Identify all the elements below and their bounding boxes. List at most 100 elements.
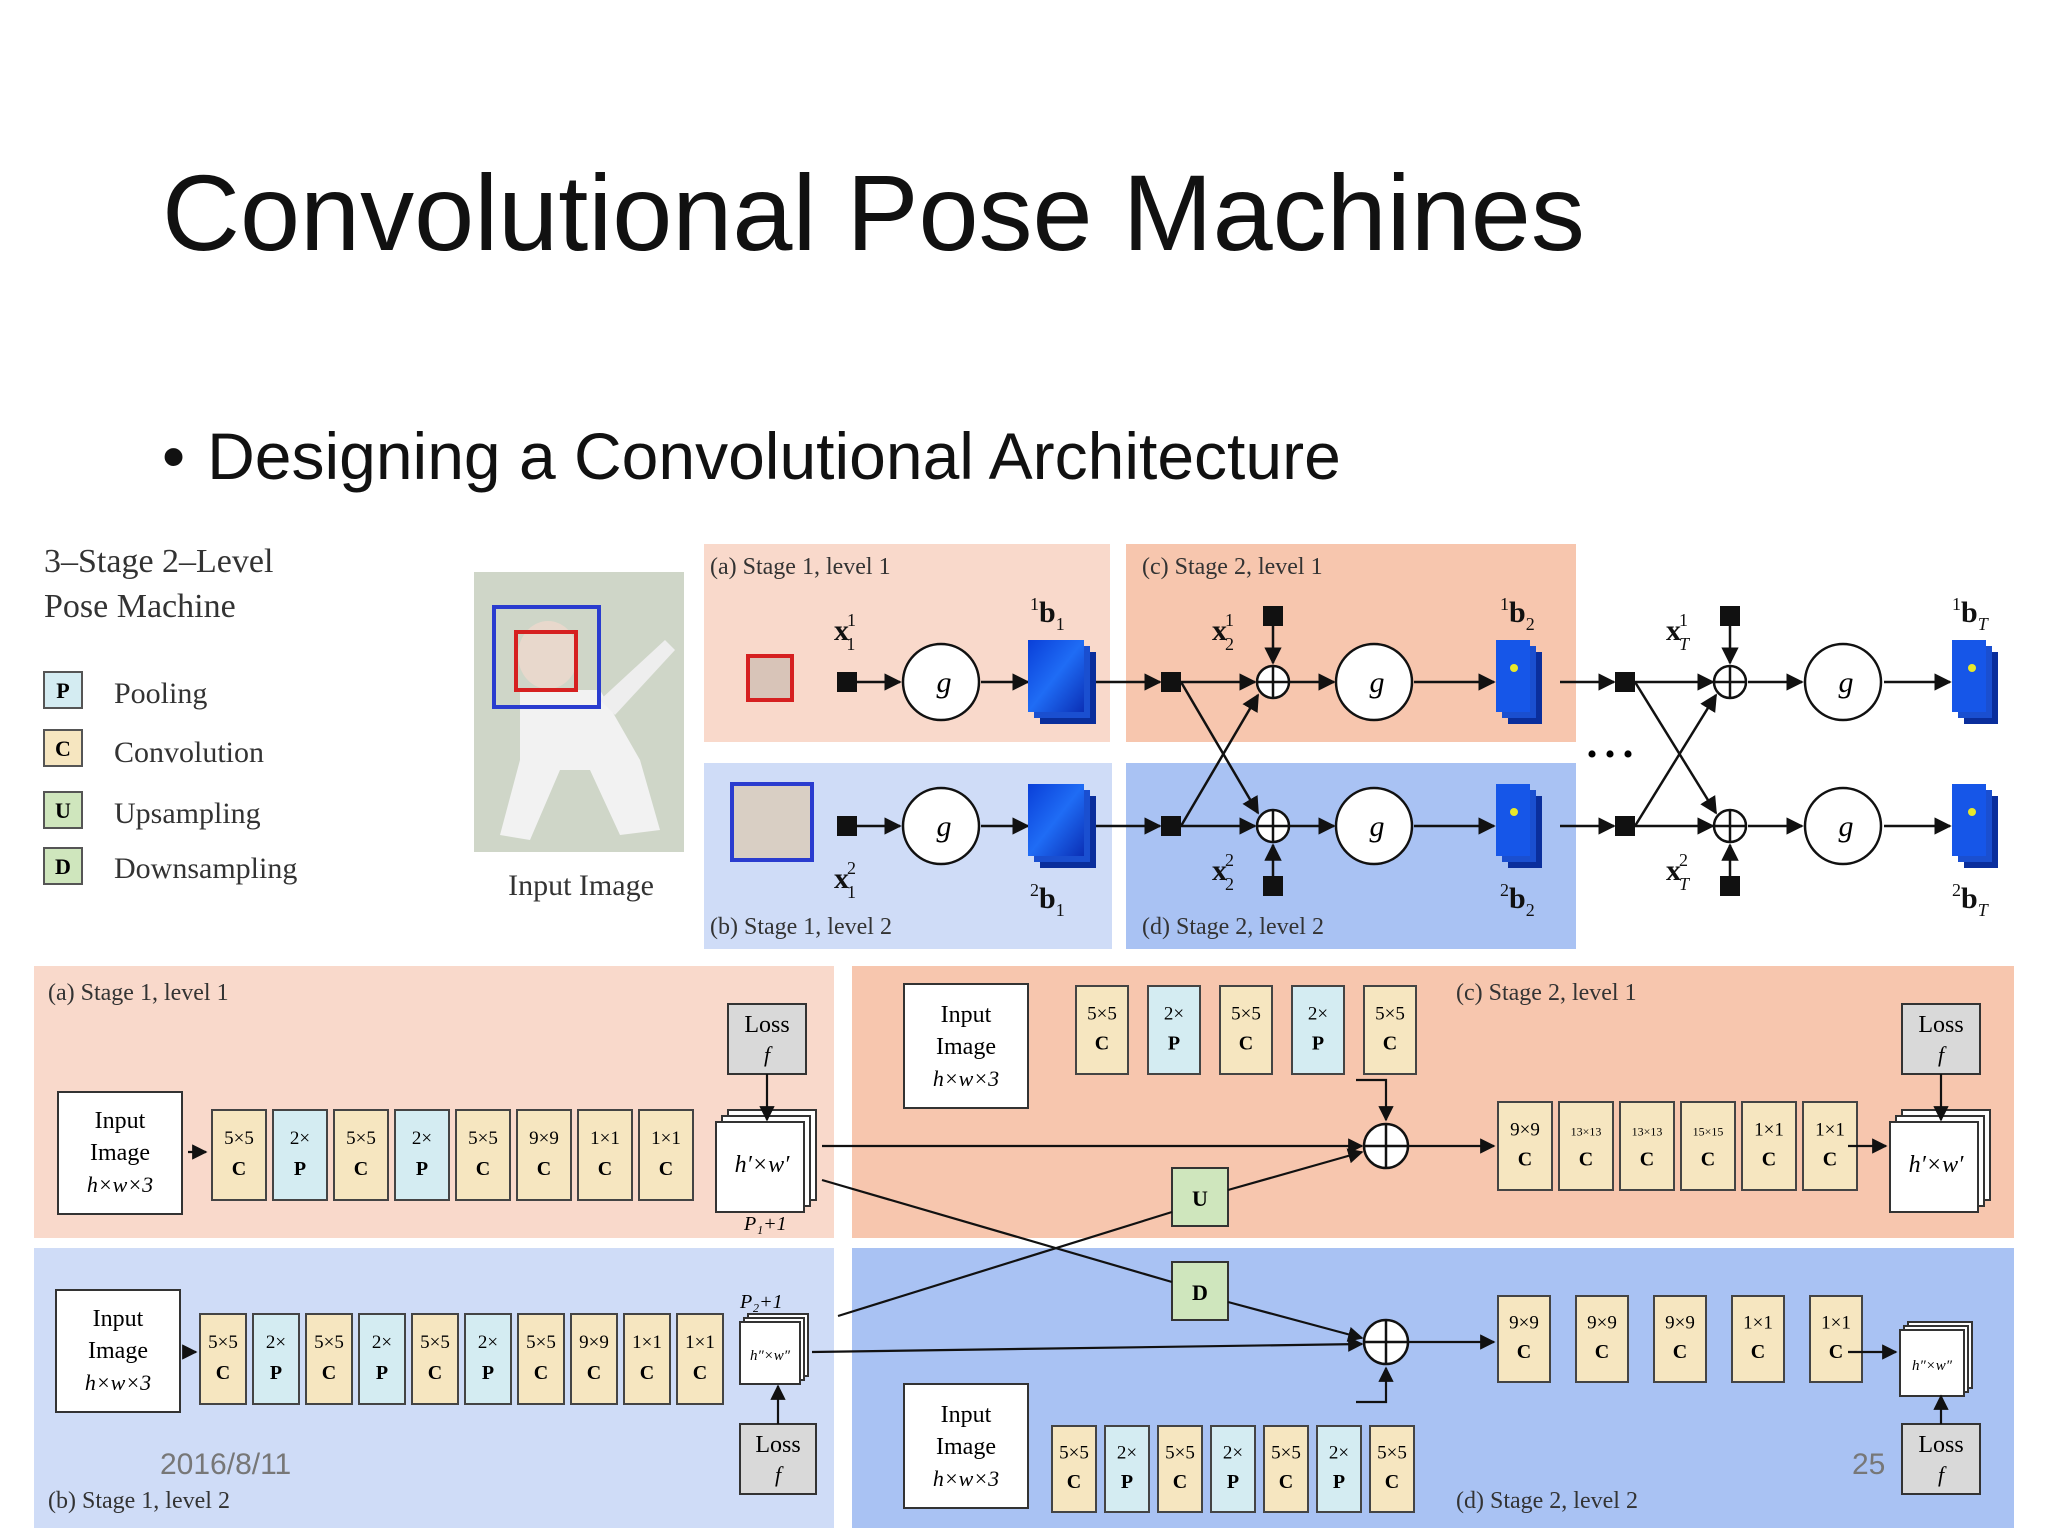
- predictor-gT-level1: [1803, 642, 1883, 722]
- svg-text:P: P: [1227, 1471, 1239, 1493]
- feature-map-b: h″×w″: [739, 1313, 809, 1385]
- svg-text:U: U: [1192, 1186, 1208, 1211]
- svg-text:2×: 2×: [1117, 1443, 1137, 1464]
- svg-text:C: C: [534, 1362, 548, 1384]
- input-box-b: Input Image h×w×3: [55, 1289, 181, 1413]
- svg-text:h×w×3: h×w×3: [87, 1172, 153, 1197]
- svg-text:5×5: 5×5: [346, 1128, 376, 1149]
- svg-text:5×5: 5×5: [420, 1332, 450, 1353]
- svg-text:5×5: 5×5: [468, 1128, 498, 1149]
- row-c-post-layer-5: 1×1C: [1741, 1101, 1797, 1191]
- bottom-panel-b-label: (b) Stage 1, level 2: [48, 1488, 230, 1514]
- bullet-text: Designing a Convolutional Architecture: [207, 419, 1341, 493]
- svg-text:1b1: 1b1: [1030, 594, 1065, 634]
- svg-text:5×5: 5×5: [208, 1332, 238, 1353]
- svg-text:Image: Image: [936, 1034, 996, 1060]
- svg-text:C: C: [693, 1362, 707, 1384]
- svg-text:9×9: 9×9: [579, 1332, 609, 1353]
- crop-thumbnail-level1: [746, 654, 794, 702]
- row-a-layer-5: 5×5C: [455, 1109, 511, 1201]
- svg-text:h″×w″: h″×w″: [750, 1348, 791, 1364]
- predictor-g2-level2: [1334, 786, 1414, 866]
- g21-label: g: [1370, 666, 1385, 699]
- svg-text:C: C: [1385, 1471, 1399, 1493]
- row-b-layer-3: 5×5C: [305, 1313, 353, 1405]
- svg-text:x21: x21: [834, 858, 856, 902]
- svg-text:x1T: x1T: [1666, 610, 1691, 654]
- svg-text:P: P: [270, 1362, 282, 1384]
- svg-text:1×1: 1×1: [1754, 1119, 1784, 1140]
- loss-box-b: Loss f: [739, 1423, 817, 1495]
- svg-text:C: C: [1673, 1341, 1687, 1363]
- row-c-post-layer-1: 9×9C: [1497, 1101, 1553, 1191]
- top-panel-c-label: (c) Stage 2, level 1: [1142, 554, 1323, 580]
- svg-text:C: C: [587, 1362, 601, 1384]
- svg-text:C: C: [1518, 1148, 1532, 1170]
- svg-text:C: C: [1383, 1032, 1397, 1054]
- slide-date: 2016/8/11: [160, 1448, 292, 1481]
- svg-text:C: C: [354, 1158, 368, 1180]
- svg-text:P: P: [1168, 1032, 1180, 1054]
- crop-thumbnail-level2: [730, 782, 814, 862]
- legend: 3–Stage 2–Level Pose Machine P Pooling C…: [43, 543, 297, 885]
- svg-text:f: f: [775, 1462, 784, 1487]
- svg-text:2b1: 2b1: [1030, 880, 1065, 920]
- svg-text:C: C: [1701, 1148, 1715, 1170]
- svg-text:Input: Input: [95, 1108, 146, 1134]
- row-c-pre-layer-4: 2×P: [1291, 985, 1345, 1075]
- svg-text:2bT: 2bT: [1952, 880, 1990, 920]
- svg-text:h′×w′: h′×w′: [1909, 1152, 1964, 1178]
- bottom-panel-a-label: (a) Stage 1, level 1: [48, 980, 229, 1006]
- svg-text:D: D: [1192, 1280, 1208, 1305]
- top-panel-b-label: (b) Stage 1, level 2: [710, 914, 892, 940]
- svg-text:h×w×3: h×w×3: [85, 1370, 151, 1395]
- row-c-pre-layer-2: 2×P: [1147, 985, 1201, 1075]
- svg-text:2×: 2×: [1329, 1443, 1349, 1464]
- row-d-post-layer-3: 9×9C: [1653, 1295, 1707, 1383]
- row-b-layer-8: 9×9C: [570, 1313, 618, 1405]
- g22-label: g: [1370, 810, 1385, 843]
- row-c-pre-layer-3: 5×5C: [1219, 985, 1273, 1075]
- svg-text:C: C: [1751, 1341, 1765, 1363]
- row-b-layer-2: 2× P: [252, 1313, 300, 1405]
- input-box-a: Input Image h×w×3: [57, 1091, 183, 1215]
- svg-text:2×: 2×: [1223, 1443, 1243, 1464]
- row-d-pre-layer-5: 5×5C: [1263, 1425, 1309, 1513]
- p1-label: P₁+1: [743, 1213, 787, 1235]
- row-d-post-layer-5: 1×1C: [1809, 1295, 1863, 1383]
- loss-box-a: Loss f: [727, 1003, 807, 1075]
- input-image-caption: Input Image: [508, 869, 654, 902]
- svg-text:x12: x12: [1212, 610, 1234, 654]
- svg-text:9×9: 9×9: [529, 1128, 559, 1149]
- legend-item-pooling: P Pooling: [43, 671, 207, 710]
- svg-text:1×1: 1×1: [590, 1128, 620, 1149]
- legend-label-pooling: Pooling: [114, 677, 207, 710]
- predictor-g1-level2: [901, 786, 981, 866]
- svg-text:P: P: [1121, 1471, 1133, 1493]
- bottom-panel-d-label: (d) Stage 2, level 2: [1456, 1488, 1638, 1514]
- svg-text:P: P: [1333, 1471, 1345, 1493]
- svg-text:9×9: 9×9: [1510, 1119, 1540, 1140]
- row-a-layer-2: 2×P: [272, 1109, 328, 1201]
- input-box-c: Input Image h×w×3: [903, 983, 1029, 1109]
- row-d-post-layer-1: 9×9C: [1497, 1295, 1551, 1383]
- row-b-layer-1: 5×5C: [199, 1313, 247, 1405]
- layer-blocks: 5×5C2×P5×5C2×P5×5C9×9C1×1C1×1C5×5C2×P5×5…: [199, 985, 1863, 1513]
- svg-text:2×: 2×: [266, 1332, 286, 1353]
- svg-text:C: C: [640, 1362, 654, 1384]
- slide-page-number: 25: [1852, 1448, 1886, 1481]
- svg-text:2b2: 2b2: [1500, 880, 1535, 920]
- svg-text:1bT: 1bT: [1952, 594, 1990, 634]
- row-c-post-layer-6: 1×1C: [1802, 1101, 1858, 1191]
- svg-text:P: P: [294, 1158, 306, 1180]
- svg-text:C: C: [476, 1158, 490, 1180]
- svg-text:2×: 2×: [478, 1332, 498, 1353]
- svg-text:Loss: Loss: [1918, 1432, 1963, 1458]
- legend-label-downsampling: Downsampling: [114, 852, 297, 885]
- svg-text:x22: x22: [1212, 850, 1234, 894]
- svg-text:5×5: 5×5: [1059, 1443, 1089, 1464]
- bottom-connections: [182, 1074, 1949, 1424]
- row-c-pre-layer-5: 5×5C: [1363, 985, 1417, 1075]
- svg-text:Loss: Loss: [755, 1432, 800, 1458]
